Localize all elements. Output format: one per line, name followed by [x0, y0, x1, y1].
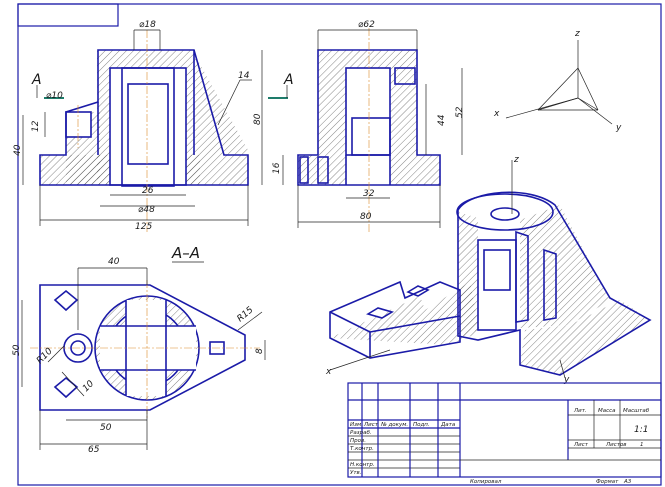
tb-t-kontr: Т.контр.	[350, 446, 374, 452]
side-view	[282, 28, 463, 232]
iso-axis-x: x	[325, 367, 332, 377]
tb-utv: Утв.	[350, 470, 362, 476]
tb-masshtab: Масштаб	[623, 408, 650, 414]
tb-format-value: A3	[623, 479, 632, 485]
axes-triad	[505, 40, 613, 125]
tb-prov: Пров.	[350, 438, 366, 444]
tb-listov: Листов	[605, 442, 627, 448]
side-dim-80: 80	[360, 212, 372, 222]
tb-listov-value: 1	[640, 442, 644, 448]
tb-lit: Лит.	[573, 408, 587, 414]
tb-podp: Подп.	[413, 422, 430, 428]
section-mark-right: A	[283, 72, 294, 88]
isometric-view	[329, 160, 652, 379]
tb-data: Дата	[440, 422, 456, 428]
side-dim-32: 32	[363, 189, 375, 199]
tb-n-dokum: № докум.	[380, 422, 408, 428]
top-dim-65: 65	[88, 445, 100, 455]
top-dim-R10: R10	[35, 346, 55, 366]
tb-izm: Изм.	[350, 422, 363, 428]
title-block	[347, 382, 662, 478]
front-dim-d10: ⌀10	[46, 91, 63, 101]
axis-z: z	[574, 29, 580, 39]
section-a-a-view	[21, 267, 266, 450]
section-mark-left: A	[31, 72, 42, 88]
tb-razrab: Разраб.	[350, 430, 372, 436]
side-dim-d62: ⌀62	[358, 20, 375, 30]
tb-kopiroval: Копировал	[470, 479, 502, 485]
front-dim-26: 26	[142, 186, 154, 196]
front-dim-125: 125	[135, 222, 152, 232]
top-dim-40: 40	[108, 257, 120, 267]
front-dim-12: 12	[31, 120, 41, 132]
front-view	[22, 29, 288, 232]
iso-axis-y: y	[563, 375, 570, 385]
top-dim-50: 50	[12, 344, 22, 356]
tb-list2: Лист	[573, 442, 589, 448]
iso-axis-z: z	[513, 155, 519, 165]
tb-list: Лист	[363, 422, 379, 428]
axis-x: x	[493, 109, 500, 119]
front-dim-40: 40	[13, 144, 23, 156]
tb-n-kontr: Н.контр.	[350, 462, 375, 468]
side-dim-52: 52	[455, 106, 465, 118]
side-dim-44: 44	[437, 114, 447, 126]
axis-y: y	[615, 123, 622, 133]
tb-format: Формат	[596, 479, 619, 485]
front-dim-14: 14	[238, 71, 250, 81]
front-dim-80: 80	[253, 113, 263, 125]
tb-massa: Масса	[598, 408, 616, 414]
side-dim-16: 16	[272, 162, 282, 174]
top-dim-10: 10	[81, 379, 96, 394]
top-dim-8: 8	[255, 348, 265, 354]
section-title: А–А	[171, 244, 200, 262]
front-dim-d18: ⌀18	[139, 20, 156, 30]
top-dim-50-bottom: 50	[100, 423, 112, 433]
drawing-frame	[17, 3, 662, 486]
tb-scale-value: 1:1	[634, 425, 648, 435]
top-dim-R15: R15	[236, 305, 256, 324]
front-dim-d48: ⌀48	[138, 205, 155, 215]
